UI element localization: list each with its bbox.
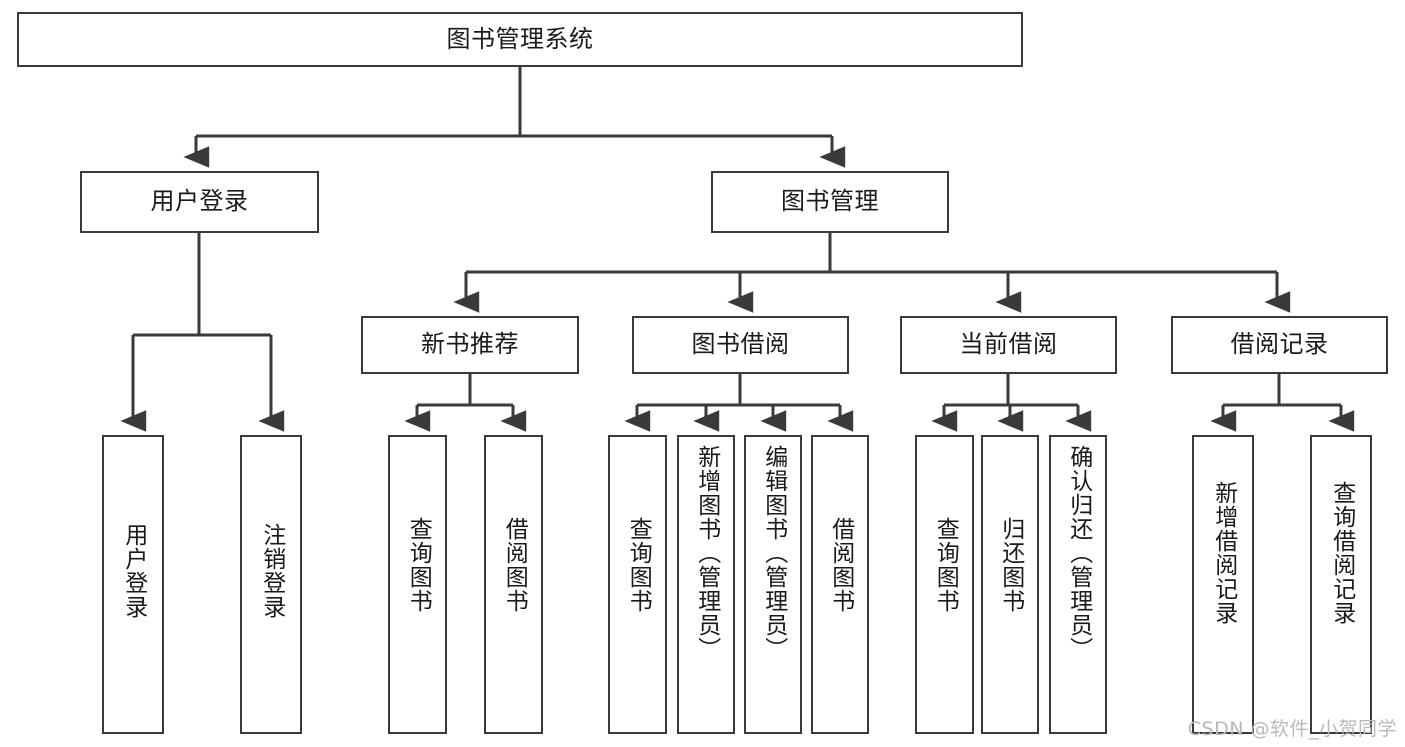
node-leaf-query-borrow-record[interactable]: 查询借阅记录 (1310, 435, 1372, 734)
node-leaf-borrow-book-1-label: 借阅图书 (501, 517, 528, 613)
node-current-borrow[interactable]: 当前借阅 (900, 316, 1117, 374)
node-leaf-edit-book[interactable]: 编辑图书（管理员） (744, 435, 802, 734)
node-leaf-confirm-return-label: 确认归还（管理员） (1065, 445, 1092, 661)
node-leaf-query-borrow-record-label: 查询借阅记录 (1328, 481, 1355, 625)
node-leaf-borrow-book-2-label: 借阅图书 (827, 517, 854, 613)
node-leaf-add-book[interactable]: 新增图书（管理员） (677, 435, 735, 734)
csdn-watermark: CSDN @软件_小贺同学 (1187, 718, 1397, 740)
node-current-borrow-label: 当前借阅 (959, 330, 1058, 359)
node-borrow-record[interactable]: 借阅记录 (1171, 316, 1388, 374)
node-leaf-user-login[interactable]: 用户登录 (102, 435, 164, 734)
node-leaf-query-book-3[interactable]: 查询图书 (915, 435, 974, 734)
node-leaf-user-logout-label: 注销登录 (258, 523, 285, 619)
node-leaf-return-book[interactable]: 归还图书 (981, 435, 1039, 734)
node-leaf-confirm-return[interactable]: 确认归还（管理员） (1049, 435, 1107, 734)
node-root[interactable]: 图书管理系统 (17, 12, 1023, 67)
node-leaf-query-book-3-label: 查询图书 (932, 517, 959, 613)
node-leaf-edit-book-label: 编辑图书（管理员） (760, 445, 787, 661)
node-new-book-recommend-label: 新书推荐 (421, 330, 519, 359)
node-leaf-add-borrow-record[interactable]: 新增借阅记录 (1192, 435, 1254, 734)
node-book-manage[interactable]: 图书管理 (711, 171, 949, 233)
node-leaf-user-login-label: 用户登录 (120, 523, 147, 619)
node-borrow-record-label: 借阅记录 (1230, 330, 1329, 359)
node-leaf-query-book-1[interactable]: 查询图书 (388, 435, 447, 734)
node-user-login-label: 用户登录 (150, 187, 249, 216)
node-user-login[interactable]: 用户登录 (80, 171, 319, 233)
node-leaf-borrow-book-2[interactable]: 借阅图书 (811, 435, 869, 734)
node-book-manage-label: 图书管理 (781, 187, 879, 216)
node-leaf-query-book-2-label: 查询图书 (625, 517, 652, 613)
node-leaf-borrow-book-1[interactable]: 借阅图书 (484, 435, 543, 734)
node-leaf-return-book-label: 归还图书 (997, 517, 1024, 613)
node-leaf-user-logout[interactable]: 注销登录 (240, 435, 302, 734)
node-leaf-add-book-label: 新增图书（管理员） (693, 445, 720, 661)
node-book-borrow-label: 图书借阅 (691, 330, 790, 359)
node-leaf-query-book-1-label: 查询图书 (405, 517, 432, 613)
node-book-borrow[interactable]: 图书借阅 (632, 316, 849, 374)
node-leaf-query-book-2[interactable]: 查询图书 (608, 435, 667, 734)
node-leaf-add-borrow-record-label: 新增借阅记录 (1210, 481, 1237, 625)
node-root-label: 图书管理系统 (446, 24, 594, 53)
node-new-book-recommend[interactable]: 新书推荐 (361, 316, 579, 374)
